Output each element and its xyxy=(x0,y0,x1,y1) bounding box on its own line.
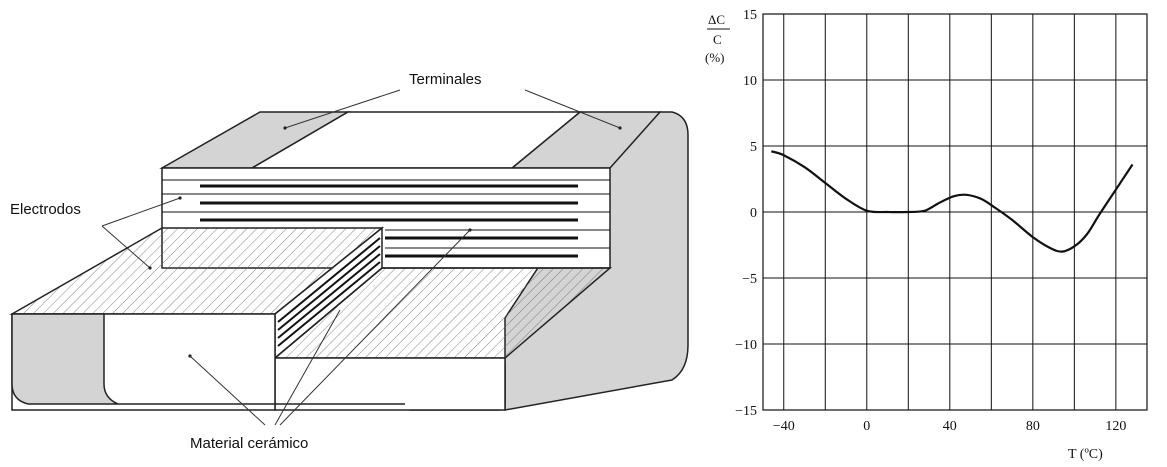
y-tick-label: −15 xyxy=(735,404,757,419)
ylabel-delta-c: ΔC xyxy=(708,12,725,27)
plot-frame xyxy=(762,13,1148,411)
left-terminal-front xyxy=(11,313,119,405)
y-tick-label: −10 xyxy=(735,338,757,353)
electrode-layers xyxy=(162,179,610,258)
y-tick-label: −5 xyxy=(742,272,757,287)
capacitance-curve xyxy=(770,150,1134,253)
leader-lines xyxy=(101,89,621,426)
y-tick-label: 10 xyxy=(743,74,757,89)
y-tick-labels: 15 10 5 0 −5 −10 −15 xyxy=(735,8,757,419)
label-ceramic: Material cerámico xyxy=(190,435,308,452)
ylabel-percent: (%) xyxy=(705,50,725,65)
ylabel-c: C xyxy=(713,32,722,47)
xlabel: T (ºC) xyxy=(1068,447,1103,462)
front-block xyxy=(274,357,506,411)
label-electrodes: Electrodos xyxy=(10,201,81,218)
label-terminals: Terminales xyxy=(409,71,482,88)
y-tick-label: 5 xyxy=(750,140,757,155)
mlcc-diagram: Terminales Electrodos Material cerámico xyxy=(9,71,689,452)
leader-dots xyxy=(148,126,622,358)
x-tick-label: 40 xyxy=(943,419,957,434)
chart-grid xyxy=(763,13,1147,411)
x-tick-label: 120 xyxy=(1105,419,1126,434)
capacitance-chart: 15 10 5 0 −5 −10 −15 −40 0 40 80 120 ΔC C (%) T (º… xyxy=(700,0,1167,462)
y-tick-label: 15 xyxy=(743,8,757,23)
y-tick-label: 0 xyxy=(750,206,757,221)
cut-layer-ends xyxy=(277,237,381,347)
chart-svg: 15 10 5 0 −5 −10 −15 −40 0 40 80 120 ΔC C (%) T (º… xyxy=(705,8,1148,462)
x-tick-label: −40 xyxy=(773,419,795,434)
x-tick-label: 80 xyxy=(1026,419,1040,434)
x-tick-label: 0 xyxy=(863,419,870,434)
x-tick-labels: −40 0 40 80 120 xyxy=(773,419,1127,434)
mlcc-drawing: Terminales Electrodos Material cerámico xyxy=(9,71,689,452)
